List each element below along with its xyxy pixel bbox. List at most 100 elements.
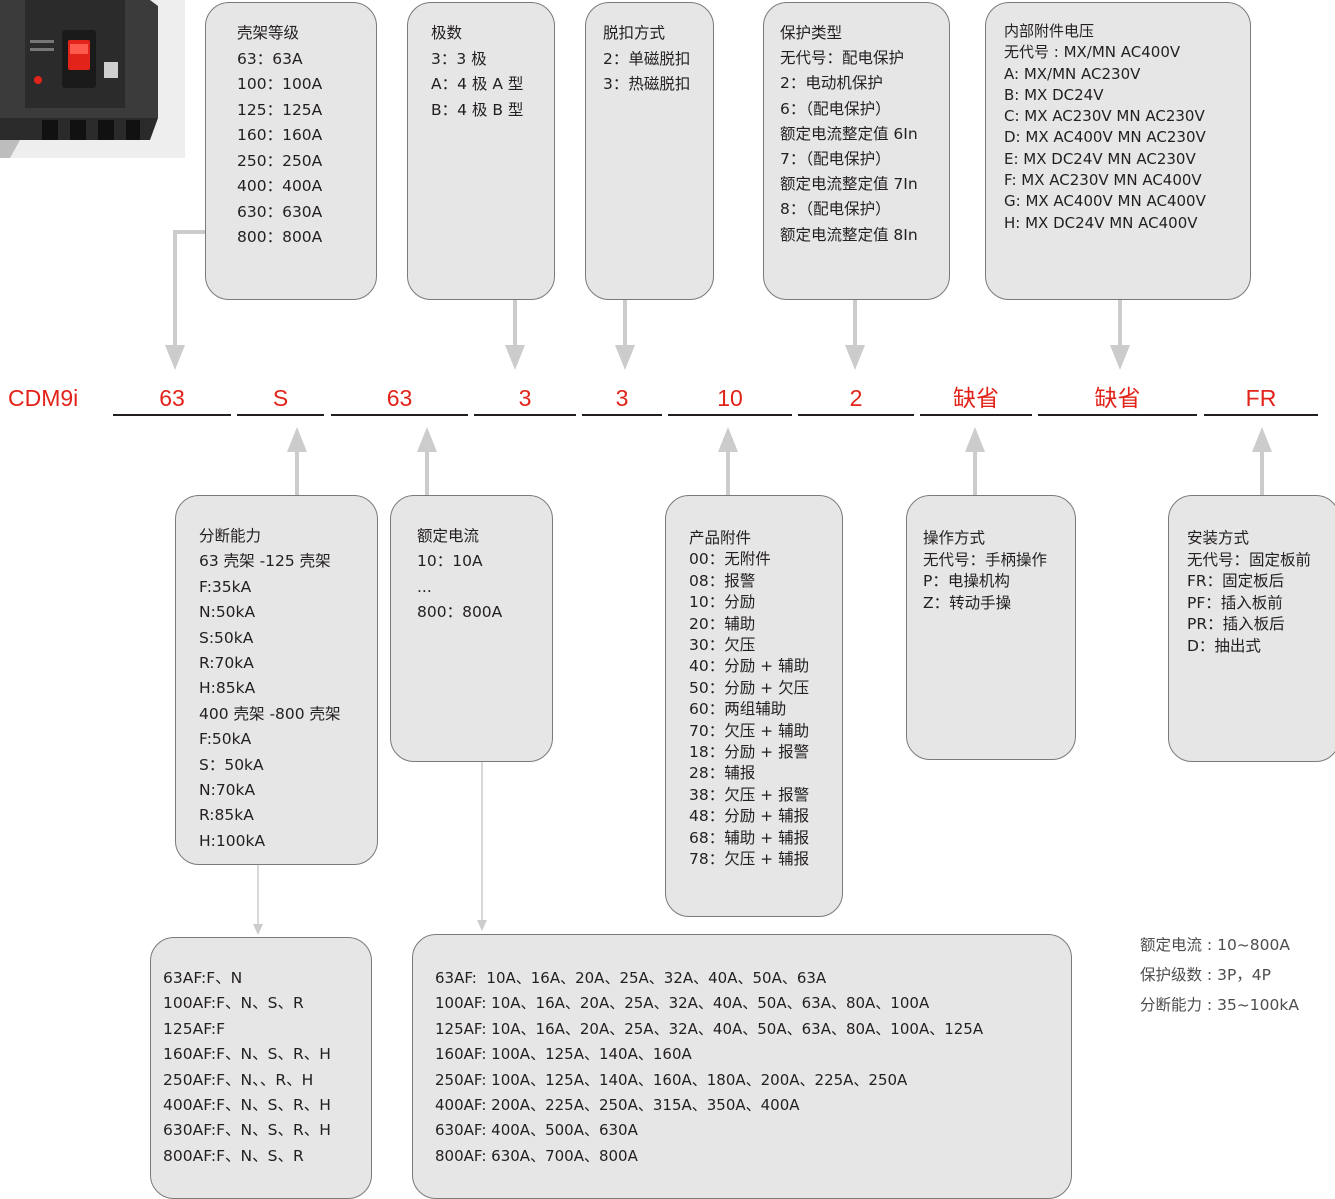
code-segment-protection-type: 2 (849, 385, 863, 411)
breaking-by-frame-row: 100AF:F、N、S、R (163, 994, 304, 1013)
protection-type-item: 6：（配电保护） (780, 99, 891, 118)
code-segment-operation: 缺省 (953, 385, 999, 411)
poles-title: 极数 (431, 24, 463, 42)
breaking-capacity-item: F:50kA (199, 730, 252, 749)
breaking-capacity-item: F:35kA (199, 577, 252, 596)
breaking-by-frame-row: 250AF:F、N、、R、H (163, 1070, 314, 1089)
current-by-frame-row: 800AF: 630A、700A、800A (435, 1146, 638, 1165)
code-segment-accessories: 10 (717, 385, 743, 411)
code-segment-breaking-capacity: S (272, 385, 289, 411)
poles-item: B：4 极 B 型 (431, 100, 524, 119)
breaking-capacity-item: S：50kA (199, 755, 264, 774)
current-by-frame-row: 250AF: 100A、125A、140A、160A、180A、200A、225… (435, 1070, 908, 1089)
frame-grade-item: 800：800A (237, 228, 323, 246)
code-underline (474, 414, 576, 416)
protection-type-item: 7：（配电保护） (780, 150, 891, 169)
installation-item: FR：固定板后 (1187, 572, 1285, 591)
breaking-by-frame-row: 800AF:F、N、S、R (163, 1146, 304, 1165)
installation-item: D：抽出式 (1187, 636, 1261, 655)
trip-mode-title: 脱扣方式 (603, 24, 666, 42)
frame-grade-item: 160：160A (237, 126, 323, 144)
frame-grade-item: 125：125A (237, 100, 323, 119)
accessories-item: 40：分励 + 辅助 (689, 657, 810, 676)
poles-box: 极数 3：3 极 A：4 极 A 型 B：4 极 B 型 (407, 2, 555, 300)
trip-mode-item: 2：单磁脱扣 (603, 49, 691, 68)
breaking-capacity-item: H:100kA (199, 831, 266, 850)
code-segment-trip-mode: 3 (615, 385, 629, 411)
breaking-capacity-item: N:50kA (199, 603, 256, 622)
code-segment-rated-current: 63 (386, 385, 413, 411)
arrow-frame-grade (173, 230, 205, 352)
installation-item: 无代号：固定板前 (1187, 550, 1312, 569)
breaking-capacity-title: 分断能力 (199, 527, 262, 545)
installation-item: PF：插入板前 (1187, 593, 1283, 612)
protection-type-item: 额定电流整定值 8In (780, 225, 918, 244)
model-prefix: CDM9i (8, 385, 79, 411)
installation-title: 安装方式 (1187, 529, 1250, 547)
protection-type-item: 额定电流整定值 7In (780, 175, 918, 194)
code-segment-frame-grade: 63 (159, 385, 185, 411)
frame-grade-item: 250：250A (237, 151, 323, 170)
accessory-voltage-item: G: MX AC400V MN AC400V (1004, 192, 1206, 211)
code-segment-accessory-voltage: 缺省 (1094, 385, 1141, 411)
rated-current-item: ... (417, 577, 432, 596)
protection-type-box: 保护类型 无代号：配电保护 2：电动机保护 6：（配电保护） 额定电流整定值 6… (763, 2, 950, 300)
accessories-item: 68：辅助 + 辅报 (689, 828, 810, 847)
current-by-frame-row: 160AF: 100A、125A、140A、160A (435, 1045, 692, 1064)
code-underline (237, 414, 324, 416)
accessories-title: 产品附件 (689, 529, 752, 547)
accessory-voltage-item: D: MX AC400V MN AC230V (1004, 128, 1206, 147)
accessory-voltage-box: 内部附件电压 无代号 : MX/MN AC400V A: MX/MN AC230… (985, 2, 1251, 300)
accessory-voltage-item: C: MX AC230V MN AC230V (1004, 107, 1205, 126)
accessories-item: 70：欠压 + 辅助 (689, 721, 810, 740)
code-underline (798, 414, 914, 416)
breaking-capacity-item: 63 壳架 -125 壳架 (199, 552, 331, 571)
accessory-voltage-item: B: MX DC24V (1004, 85, 1104, 104)
breaking-by-frame-row: 125AF:F (163, 1019, 226, 1038)
protection-type-item: 额定电流整定值 6In (780, 124, 918, 143)
accessories-item: 00：无附件 (689, 550, 771, 569)
accessories-item: 78：欠压 + 辅报 (689, 850, 810, 869)
breaking-capacity-item: H:85kA (199, 679, 256, 698)
code-underline (920, 414, 1032, 416)
frame-grade-title: 壳架等级 (237, 24, 300, 42)
operation-item: P：电操机构 (923, 572, 1010, 591)
accessories-item: 28：辅报 (689, 764, 756, 783)
accessory-voltage-item: E: MX DC24V MN AC230V (1004, 149, 1196, 168)
protection-type-item: 8：（配电保护） (780, 200, 891, 219)
code-underline (113, 414, 231, 416)
accessory-voltage-item: A: MX/MN AC230V (1004, 64, 1141, 83)
frame-grade-item: 63：63A (237, 49, 303, 68)
accessories-item: 08：报警 (689, 571, 756, 590)
breaking-by-frame-row: 400AF:F、N、S、R、H (163, 1096, 331, 1115)
trip-mode-box: 脱扣方式 2：单磁脱扣 3：热磁脱扣 (585, 2, 714, 300)
current-by-frame-row: 630AF: 400A、500A、630A (435, 1121, 638, 1140)
rated-current-title: 额定电流 (417, 527, 480, 545)
breaking-capacity-item: R:70kA (199, 654, 254, 673)
frame-grade-item: 630：630A (237, 202, 323, 221)
accessories-item: 20：辅助 (689, 614, 756, 633)
summary-breaking-capacity: 分断能力 : 35~100kA (1140, 996, 1299, 1014)
poles-item: 3：3 极 (431, 49, 487, 68)
code-underline (331, 414, 468, 416)
operation-title: 操作方式 (923, 529, 986, 547)
rated-current-item: 10：10A (417, 552, 483, 571)
trip-mode-item: 3：热磁脱扣 (603, 75, 691, 93)
accessories-item: 60：两组辅助 (689, 700, 787, 719)
breaking-capacity-box: 分断能力 63 壳架 -125 壳架 F:35kA N:50kA S:50kA … (175, 495, 378, 865)
breaker-product-image (0, 0, 185, 158)
summary-protection-poles: 保护级数 : 3P，4P (1140, 966, 1271, 984)
frame-grade-box: 壳架等级 63：63A 100：100A 125：125A 160：160A 2… (205, 2, 377, 300)
code-underline (668, 414, 792, 416)
frame-grade-item: 100：100A (237, 75, 323, 93)
breaking-by-frame-row: 630AF:F、N、S、R、H (163, 1121, 331, 1140)
accessories-box: 产品附件 00：无附件 08：报警 10：分励 20：辅助 30：欠压 40：分… (665, 495, 843, 917)
summary-rated-current: 额定电流 : 10~800A (1140, 936, 1290, 954)
current-by-frame-box: 63AF: 10A、16A、20A、25A、32A、40A、50A、63A 10… (412, 934, 1072, 1199)
accessory-voltage-item: 无代号 : MX/MN AC400V (1004, 43, 1181, 62)
protection-type-title: 保护类型 (780, 24, 843, 42)
current-by-frame-row: 100AF: 10A、16A、20A、25A、32A、40A、50A、63A、8… (435, 994, 930, 1013)
protection-type-item: 2：电动机保护 (780, 74, 883, 93)
accessories-item: 38：欠压 + 报警 (689, 785, 810, 804)
breaking-by-frame-row: 63AF:F、N (163, 969, 243, 987)
